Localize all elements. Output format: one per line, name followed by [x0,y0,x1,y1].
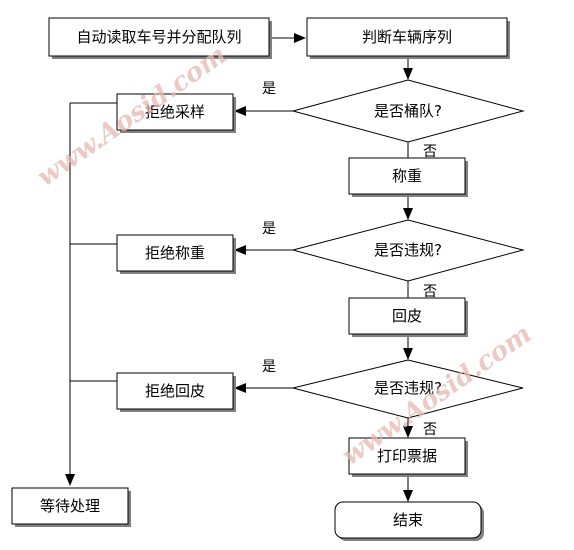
node-end: 结束 [334,501,484,541]
node-print-ticket-label: 打印票据 [377,447,437,465]
decision-bucket-queue-label: 是否桶队? [374,102,442,120]
arrowhead [403,208,413,220]
yes-label: 是 [262,81,276,97]
decision-violation-2-label: 是否违规? [374,379,442,397]
node-wait: 等待处理 [11,487,131,527]
decision-violation-1: 是否违规? [291,219,525,282]
node-judge-sequence-label: 判断车辆序列 [362,28,452,46]
node-auto-read: 自动读取车号并分配队列 [48,17,272,59]
node-print-ticket: 打印票据 [348,437,468,477]
node-reject-tare: 拒绝回皮 [116,372,236,412]
arrowhead [234,106,246,116]
no-label: 否 [423,284,437,300]
yes-label: 是 [262,359,276,375]
arrowhead [403,68,413,80]
arrowhead [403,490,413,502]
node-weigh-label: 称重 [392,167,422,185]
decision-violation-1-label: 是否违规? [374,241,442,259]
decision-violation-2: 是否违规? [292,359,524,419]
node-end-label: 结束 [393,511,423,529]
node-auto-read-label: 自动读取车号并分配队列 [76,28,241,46]
arrowhead [403,426,413,438]
arrowhead [234,245,246,255]
node-tare: 回皮 [348,297,468,337]
node-reject-sample: 拒绝采样 [116,93,236,133]
arrowhead [234,383,246,393]
node-reject-tare-label: 拒绝回皮 [145,382,205,400]
node-wait-label: 等待处理 [40,497,100,515]
connectors [65,33,413,502]
decision-bucket-queue: 是否桶队? [291,79,525,143]
arrowhead [403,348,413,360]
no-label: 否 [423,144,437,160]
no-label: 否 [423,422,437,438]
yes-label: 是 [262,221,276,237]
arrowhead [65,474,75,486]
arrowhead [294,33,306,43]
node-tare-label: 回皮 [392,307,422,325]
node-reject-sample-label: 拒绝采样 [145,103,205,121]
node-judge-sequence: 判断车辆序列 [306,17,510,59]
node-reject-weigh: 拒绝称重 [116,234,236,274]
node-reject-weigh-label: 拒绝称重 [145,244,205,262]
node-weigh: 称重 [348,157,468,197]
